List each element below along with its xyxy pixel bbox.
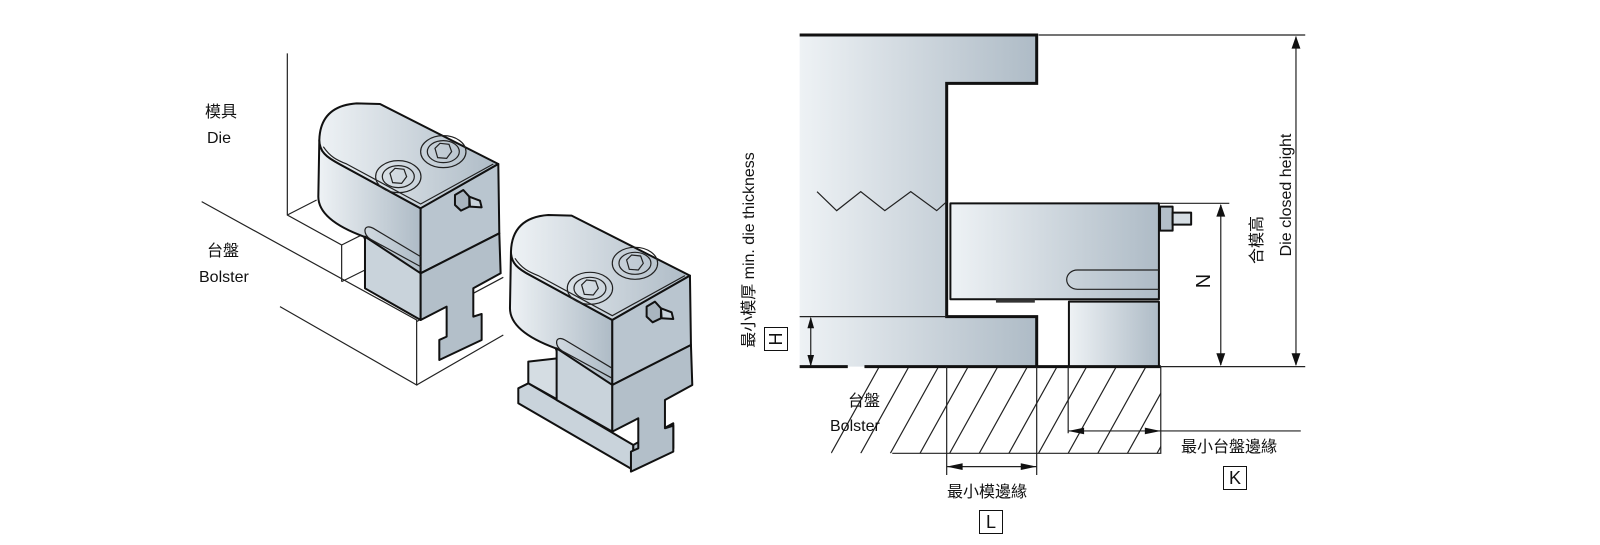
clamp-lower <box>1069 302 1159 367</box>
clamp-upper <box>950 203 1159 299</box>
bolster-section-en: Bolster <box>830 418 880 435</box>
grease-nipple <box>1160 207 1173 231</box>
dim-H-box: H <box>764 327 788 351</box>
dim-L-box: L <box>979 510 1003 534</box>
die-label-en: Die <box>207 130 232 147</box>
bolster-hatch <box>831 367 1205 454</box>
bolster-outline <box>202 202 504 385</box>
bolster-label-en: Bolster <box>199 269 249 286</box>
min-bolster-edge-label: 最小台盤邊緣 <box>1181 439 1278 456</box>
clamp-mounted <box>317 102 501 361</box>
closed-height-label-zh: 合模高 <box>1249 216 1266 265</box>
die-body <box>799 34 1037 367</box>
min-die-edge-label: 最小模邊緣 <box>947 484 1028 501</box>
break-line <box>817 192 947 211</box>
clamp-with-base <box>509 214 693 472</box>
section-view <box>799 34 1306 475</box>
arrowheads <box>807 35 1301 470</box>
bolster-section-zh: 台盤 <box>848 393 881 410</box>
dim-N-label: N <box>1193 273 1215 289</box>
dim-K-box: K <box>1223 466 1247 490</box>
die-wall <box>287 53 365 281</box>
isometric-view <box>202 53 693 472</box>
min-die-thickness-label: 最小模厚 min. die thickness <box>741 152 758 348</box>
closed-height-label-en: Die closed height <box>1278 133 1295 257</box>
bolster-label-zh: 台盤 <box>207 243 240 260</box>
die-label-zh: 模具 <box>205 104 238 121</box>
